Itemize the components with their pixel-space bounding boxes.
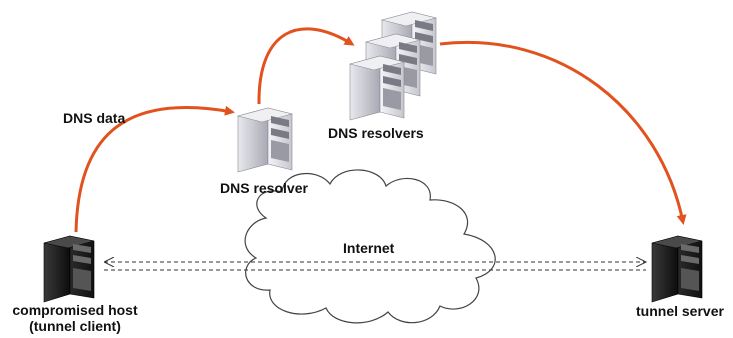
compromised-host-server-icon — [43, 235, 95, 303]
dns-path-resolver-to-resolvers — [257, 27, 355, 105]
internet-label: Internet — [343, 240, 395, 256]
dns-resolver-label: DNS resolver — [220, 180, 308, 196]
dns-resolvers-label: DNS resolvers — [328, 125, 424, 141]
tunnel-server-icon — [651, 235, 703, 303]
compromised-host-label: compromised host (tunnel client) — [0, 302, 150, 334]
compromised-host-label-line2: (tunnel client) — [29, 318, 121, 334]
tunnel-server-label: tunnel server — [636, 303, 724, 319]
dns-data-label: DNS data — [63, 110, 126, 126]
internet-cloud-icon — [244, 169, 496, 324]
compromised-host-label-line1: compromised host — [12, 302, 138, 318]
dns-path-client-to-resolver — [74, 105, 235, 233]
dns-resolvers-server-icon — [349, 11, 437, 121]
tunnel-connection — [104, 262, 646, 271]
dns-path-resolvers-to-server — [439, 41, 687, 225]
dns-resolver-server-icon — [237, 107, 293, 173]
